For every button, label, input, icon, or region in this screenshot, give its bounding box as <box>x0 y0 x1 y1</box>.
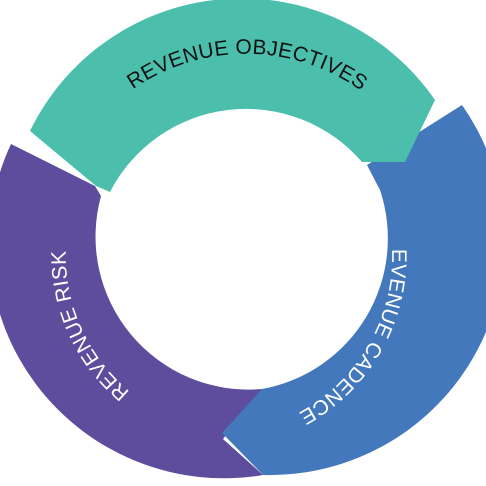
segment-revenue-risk <box>0 144 263 479</box>
segment-revenue-objectives <box>30 0 435 192</box>
segment-revenue-cadences <box>222 105 486 476</box>
